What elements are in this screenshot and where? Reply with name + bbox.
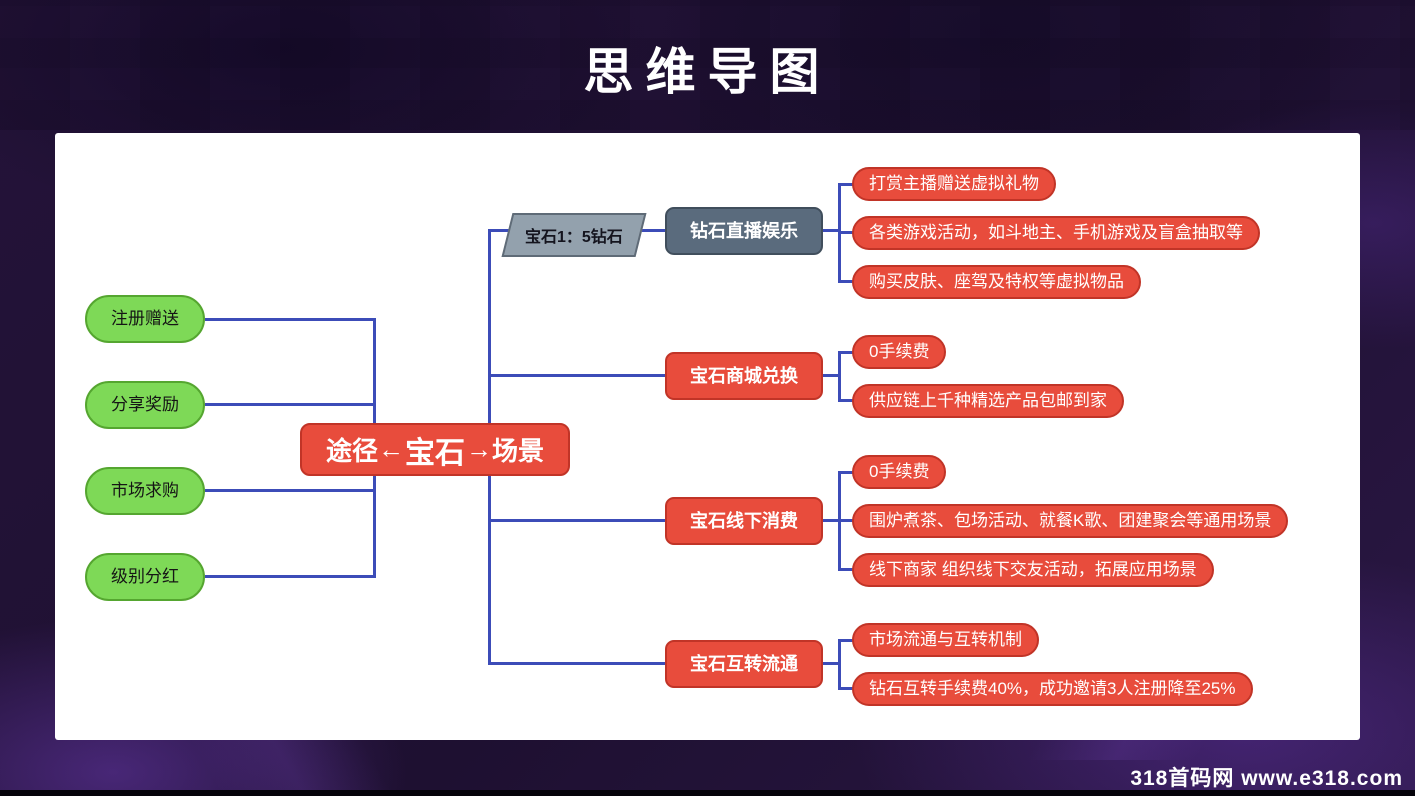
left-node-market-buy: 市场求购 bbox=[85, 467, 205, 515]
connector-line bbox=[838, 568, 854, 571]
leaf-node: 打赏主播赠送虚拟礼物 bbox=[852, 167, 1056, 201]
branch-gem-offline-consume: 宝石线下消费 bbox=[665, 497, 823, 545]
center-node-left-label: 途径 bbox=[325, 436, 378, 466]
connector-line bbox=[838, 231, 854, 234]
connector-line bbox=[205, 489, 376, 492]
connector-line bbox=[838, 183, 854, 186]
leaf-node: 购买皮肤、座驾及特权等虚拟物品 bbox=[852, 265, 1141, 299]
leaf-node: 0手续费 bbox=[852, 455, 947, 489]
connector-line bbox=[838, 639, 854, 642]
connector-line bbox=[821, 662, 840, 665]
connector-line bbox=[488, 519, 668, 522]
rate-tag-parallelogram: 宝石1：5钻石 bbox=[501, 213, 647, 257]
arrow-left-icon: ← bbox=[378, 434, 404, 464]
mindmap-panel: 注册赠送 分享奖励 市场求购 级别分红 途径←宝石→场景 宝石1：5钻石 钻石直… bbox=[55, 133, 1360, 740]
arrow-right-icon: → bbox=[466, 434, 492, 464]
connector-line bbox=[838, 471, 854, 474]
leaf-node: 围炉煮茶、包场活动、就餐K歌、团建聚会等通用场景 bbox=[852, 504, 1289, 538]
connector-line bbox=[821, 374, 840, 377]
connector-line bbox=[838, 639, 841, 690]
center-node-right-label: 场景 bbox=[492, 436, 545, 466]
connector-line bbox=[488, 662, 668, 665]
leaf-node: 各类游戏活动，如斗地主、手机游戏及盲盒抽取等 bbox=[852, 216, 1260, 250]
left-node-level-dividend: 级别分红 bbox=[85, 553, 205, 601]
rate-tag-label: 宝石1：5钻石 bbox=[525, 229, 623, 246]
branch-gem-mall-exchange: 宝石商城兑换 bbox=[665, 352, 823, 400]
connector-line bbox=[205, 403, 376, 406]
branch-diamond-live: 钻石直播娱乐 bbox=[665, 207, 823, 255]
connector-line bbox=[205, 575, 376, 578]
leaf-node: 钻石互转手续费40%，成功邀请3人注册降至25% bbox=[852, 672, 1253, 706]
connector-line bbox=[488, 374, 668, 377]
branch-gem-transfer: 宝石互转流通 bbox=[665, 640, 823, 688]
leaf-node: 供应链上千种精选产品包邮到家 bbox=[852, 384, 1124, 418]
leaf-node: 市场流通与互转机制 bbox=[852, 623, 1039, 657]
center-node-core-label: 宝石 bbox=[405, 436, 465, 470]
left-node-register-gift: 注册赠送 bbox=[85, 295, 205, 343]
connector-line bbox=[838, 351, 854, 354]
connector-line bbox=[838, 399, 854, 402]
connector-line bbox=[838, 519, 854, 522]
watermark-text: 318首码网 www.e318.com bbox=[1130, 767, 1403, 790]
connector-line bbox=[838, 280, 854, 283]
connector-line bbox=[821, 229, 840, 232]
left-node-share-reward: 分享奖励 bbox=[85, 381, 205, 429]
page-title: 思维导图 bbox=[583, 44, 832, 100]
connector-line bbox=[205, 318, 376, 321]
connector-line bbox=[838, 351, 841, 402]
connector-line bbox=[838, 687, 854, 690]
leaf-node: 线下商家 组织线下交友活动，拓展应用场景 bbox=[852, 553, 1214, 587]
connector-line bbox=[821, 519, 840, 522]
bottom-edge bbox=[0, 790, 1415, 796]
center-node: 途径←宝石→场景 bbox=[300, 423, 570, 476]
leaf-node: 0手续费 bbox=[852, 335, 947, 369]
